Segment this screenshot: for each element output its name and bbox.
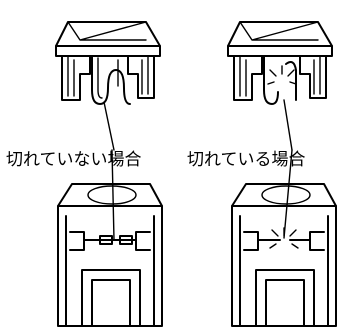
- intact-fuse-bottom-view: [57, 149, 163, 327]
- intact-fuse-side-view: [55, 21, 161, 151]
- blown-label: 切れている場合: [187, 150, 306, 170]
- blown-fuse-side-view: [227, 21, 333, 151]
- blown-fuse-bottom-view: [231, 149, 337, 327]
- intact-label: 切れていない場合: [6, 150, 142, 170]
